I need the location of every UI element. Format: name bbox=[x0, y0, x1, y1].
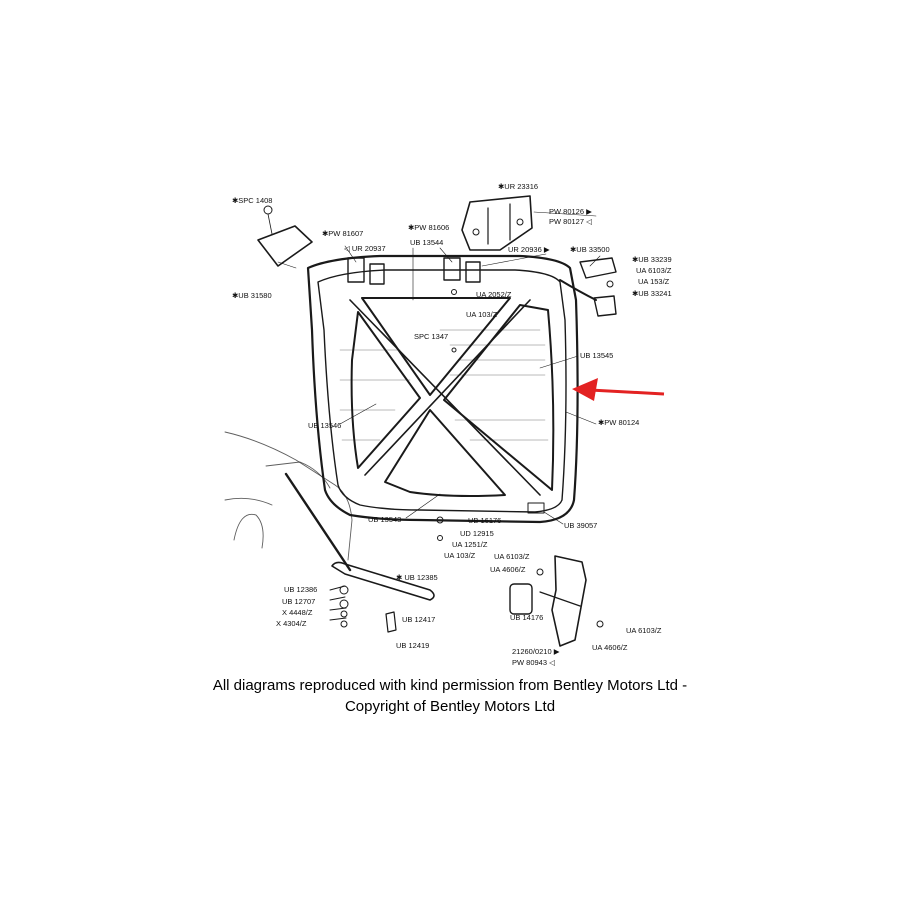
lid-stay bbox=[509, 555, 604, 647]
label-ur-20936: UR 20936 ▶ bbox=[508, 245, 551, 254]
fasteners bbox=[436, 289, 544, 576]
label-ua-6103z-top: UA 6103/Z bbox=[636, 266, 672, 275]
label-pw-80127: PW 80127 ◁ bbox=[549, 217, 593, 226]
label-ub-12385: ✱ UB 12385 bbox=[396, 573, 438, 582]
label-pw-81607: ✱PW 81607 bbox=[322, 229, 363, 238]
caption-line-1: All diagrams reproduced with kind permis… bbox=[212, 677, 688, 694]
red-arrow-icon bbox=[572, 378, 665, 401]
label-pw-80126: PW 80126 ▶ bbox=[549, 207, 593, 216]
label-ua-6103z-mid: UA 6103/Z bbox=[494, 552, 530, 561]
label-ub-31580: ✱UB 31580 bbox=[232, 291, 272, 300]
label-ub-13543: UB 13543 bbox=[368, 515, 401, 524]
label-ua-103z-top: UA 103/Z bbox=[466, 310, 498, 319]
label-ur-20937: ◁ UR 20937 bbox=[344, 244, 386, 253]
label-ub-39057: UB 39057 bbox=[564, 521, 597, 530]
label-pw-80943: PW 80943 ◁ bbox=[512, 658, 556, 667]
label-ua-4606z-mid: UA 4606/Z bbox=[490, 565, 526, 574]
label-ua-103z-bottom: UA 103/Z bbox=[444, 551, 476, 560]
label-ua-4606z-bottom: UA 4606/Z bbox=[592, 643, 628, 652]
label-ub-33500: ✱UB 33500 bbox=[570, 245, 610, 254]
label-ub-12707: UB 12707 bbox=[282, 597, 315, 606]
car-silhouette bbox=[224, 431, 353, 572]
label-pw-81606: ✱PW 81606 bbox=[408, 223, 449, 232]
part-labels: ✱SPC 1408 ✱UB 31580 ✱PW 81607 ◁ UR 20937… bbox=[232, 182, 672, 667]
label-ub-12386: UB 12386 bbox=[284, 585, 317, 594]
label-ub-13544: UB 13544 bbox=[410, 238, 443, 247]
label-21260-0210: 21260/0210 ▶ bbox=[512, 647, 561, 656]
cover-plate bbox=[257, 205, 313, 267]
label-ub-33239: ✱UB 33239 bbox=[632, 255, 672, 264]
label-x-4304z: X 4304/Z bbox=[276, 619, 307, 628]
lock-assembly bbox=[559, 257, 617, 317]
label-x-4448z: X 4448/Z bbox=[282, 608, 313, 617]
boot-lid-panel bbox=[306, 254, 579, 524]
label-ud-12915: UD 12915 bbox=[460, 529, 494, 538]
label-spc-1347: SPC 1347 bbox=[414, 332, 448, 341]
label-spc-1408: ✱SPC 1408 bbox=[232, 196, 272, 205]
label-ur-23316: ✱UR 23316 bbox=[498, 182, 538, 191]
label-ub-16176: UB 16176 bbox=[468, 516, 501, 525]
hinge-assembly bbox=[461, 195, 533, 251]
label-ua-153z: UA 153/Z bbox=[638, 277, 670, 286]
label-ua-2052z: UA 2052/Z bbox=[476, 290, 512, 299]
label-ub-13545: UB 13545 bbox=[580, 351, 613, 360]
label-ub-12417: UB 12417 bbox=[402, 615, 435, 624]
label-ub-13546: UB 13546 bbox=[308, 421, 341, 430]
label-ub-12419: UB 12419 bbox=[396, 641, 429, 650]
label-ub-33241: ✱UB 33241 bbox=[632, 289, 672, 298]
label-pw-80124: ✱PW 80124 bbox=[598, 418, 639, 427]
leader-lines bbox=[277, 211, 601, 525]
label-ua-1251z: UA 1251/Z bbox=[452, 540, 488, 549]
boot-handle bbox=[329, 561, 435, 633]
caption-line-2: Copyright of Bentley Motors Ltd bbox=[344, 698, 556, 715]
label-ub-14176: UB 14176 bbox=[510, 613, 543, 622]
label-ua-6103z-bottom: UA 6103/Z bbox=[626, 626, 662, 635]
